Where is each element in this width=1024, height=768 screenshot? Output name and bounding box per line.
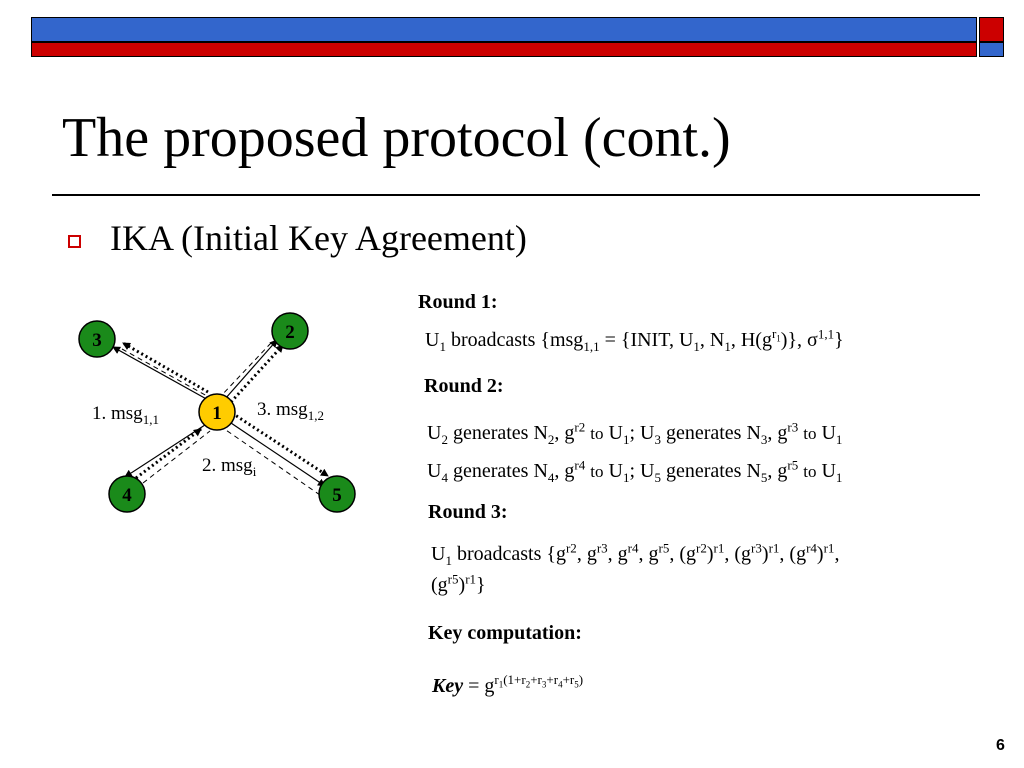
msg11-sub: 1,1	[143, 412, 159, 427]
node-4-label: 4	[122, 485, 132, 506]
msgi-prefix: 2. msg	[202, 455, 253, 476]
edge-1-4-solid	[124, 422, 209, 478]
node-5-label: 5	[332, 485, 342, 506]
node-1	[198, 393, 236, 431]
edge-1-4-dashed	[142, 430, 211, 484]
msg11-label: 1. msg1,1	[92, 403, 159, 427]
edge-1-5-dotted	[231, 411, 329, 478]
header-square-blue	[979, 42, 1004, 57]
msg12-sub: 1,2	[308, 408, 324, 423]
edge-1-3-solid	[112, 346, 211, 402]
node-2-label: 2	[285, 322, 295, 343]
header-bar-blue	[31, 17, 977, 42]
msg12-prefix: 3. msg	[257, 399, 308, 420]
round2-heading: Round 2:	[424, 375, 504, 397]
edge-1-3-dashed	[121, 348, 208, 397]
header-square-red	[979, 17, 1004, 42]
node-1-label: 1	[212, 403, 222, 424]
bullet-text: IKA (Initial Key Agreement)	[110, 218, 527, 258]
edge-1-4-dotted	[135, 427, 202, 480]
node-4	[108, 475, 146, 513]
round1-heading: Round 1:	[418, 291, 498, 313]
msg12-label: 3. msg1,2	[257, 399, 324, 423]
header-bar-red	[31, 42, 977, 57]
round1-line: U1 broadcasts {msg1,1 = {INIT, U1, N1, H…	[425, 326, 844, 354]
edge-1-3-dotted	[122, 341, 209, 394]
round2-line-1: U2 generates N2, gr2 to U1; U3 generates…	[427, 419, 843, 447]
msg11-prefix: 1. msg	[92, 403, 143, 424]
round3-line-1: U1 broadcasts {gr2, gr3, gr4, gr5, (gr2)…	[431, 540, 840, 568]
edge-1-5-dashed	[222, 427, 321, 496]
edge-1-2-dotted	[229, 343, 285, 404]
msgi-sub: i	[253, 464, 257, 479]
edge-1-2-solid	[224, 339, 278, 400]
title-underline	[52, 194, 980, 196]
node-3-label: 3	[92, 330, 102, 351]
round3-line-2: (gr5)r1}	[431, 571, 486, 596]
page-number: 6	[996, 737, 1005, 754]
edge-1-5-solid	[227, 420, 326, 487]
network-diagram: 3 2 4 5 1 1. msg1,1 3. msg1,2 2. msgi	[78, 312, 356, 513]
key-formula: Key = gr1(1+r2+r3+r4+r5)	[432, 672, 584, 697]
slide-title: The proposed protocol (cont.)	[62, 107, 731, 169]
node-3	[78, 320, 116, 358]
round3-heading: Round 3:	[428, 501, 508, 523]
key-label: Key	[432, 675, 464, 697]
bullet-square-icon	[68, 235, 81, 248]
edge-1-2-dashed	[219, 342, 272, 398]
round2-line-2: U4 generates N4, gr4 to U1; U5 generates…	[427, 457, 843, 485]
msgi-label: 2. msgi	[202, 455, 257, 479]
key-heading: Key computation:	[428, 622, 582, 644]
node-2	[271, 312, 309, 350]
node-5	[318, 475, 356, 513]
